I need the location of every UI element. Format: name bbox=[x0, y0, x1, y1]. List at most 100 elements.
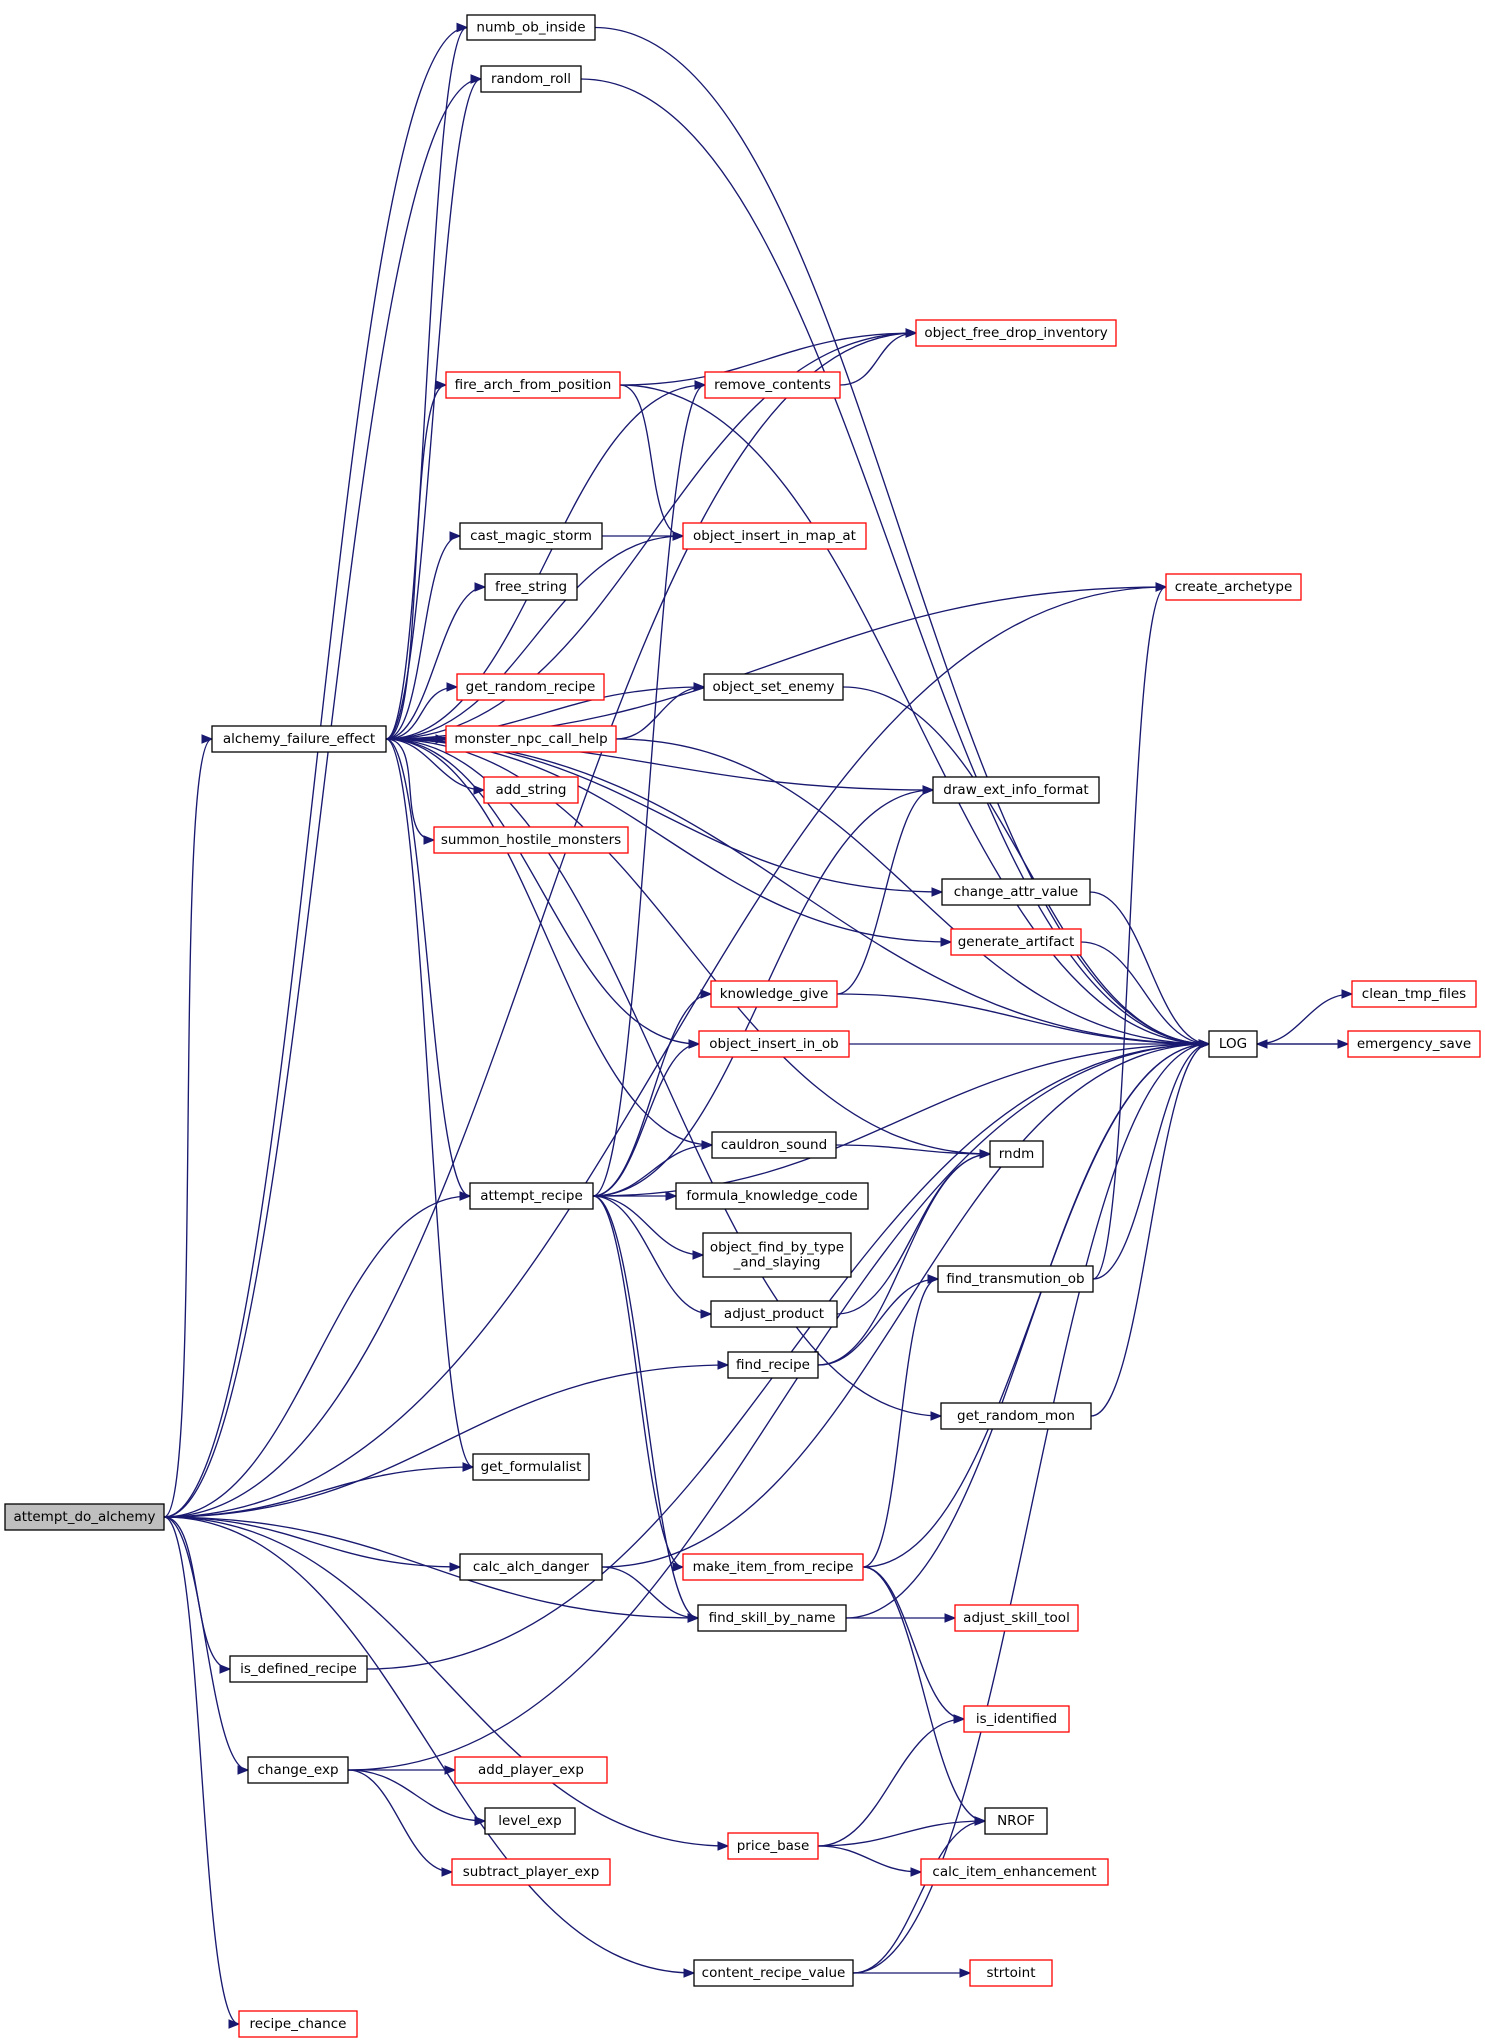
node-object-free-drop-inventory[interactable]: object_free_drop_inventory bbox=[915, 319, 1117, 347]
node-draw-ext-info-format[interactable]: draw_ext_info_format bbox=[932, 776, 1100, 804]
node-numb-ob-inside[interactable]: numb_ob_inside bbox=[466, 14, 596, 41]
node-object-set-enemy[interactable]: object_set_enemy bbox=[703, 673, 844, 701]
edge-line bbox=[163, 332, 917, 1518]
node-is-defined-recipe[interactable]: is_defined_recipe bbox=[229, 1655, 368, 1683]
node-attempt-do-alchemy[interactable]: attempt_do_alchemy bbox=[4, 1503, 165, 1531]
node-label: remove_contents bbox=[714, 377, 831, 393]
edge-line bbox=[619, 332, 917, 386]
node-object-insert-in-ob[interactable]: object_insert_in_ob bbox=[698, 1030, 850, 1058]
node-knowledge-give[interactable]: knowledge_give bbox=[710, 980, 838, 1008]
node-adjust-product[interactable]: adjust_product bbox=[710, 1300, 838, 1328]
edge-find_skill_by_name-to-adjust_skill_tool bbox=[846, 1613, 957, 1623]
node-calc-item-enhancement[interactable]: calc_item_enhancement bbox=[920, 1858, 1109, 1886]
node-adjust-skill-tool[interactable]: adjust_skill_tool bbox=[954, 1604, 1079, 1632]
node-is-identified[interactable]: is_identified bbox=[963, 1705, 1070, 1733]
node-recipe-chance[interactable]: recipe_chance bbox=[238, 2010, 358, 2038]
node-label: draw_ext_info_format bbox=[943, 782, 1088, 798]
edge-line bbox=[845, 1043, 1210, 1619]
node-emergency-save[interactable]: emergency_save bbox=[1347, 1030, 1481, 1058]
node-object-insert-in-map-at[interactable]: object_insert_in_map_at bbox=[682, 522, 867, 550]
edge-line bbox=[842, 686, 1210, 1045]
node-find-skill-by-name[interactable]: find_skill_by_name bbox=[697, 1604, 847, 1632]
node-clean-tmp-files[interactable]: clean_tmp_files bbox=[1351, 980, 1477, 1008]
node-add-player-exp[interactable]: add_player_exp bbox=[454, 1756, 608, 1784]
node-label: object_free_drop_inventory bbox=[924, 325, 1107, 341]
node-change-exp[interactable]: change_exp bbox=[247, 1756, 349, 1784]
edge-arrowhead bbox=[219, 1664, 232, 1674]
node-monster-npc-call-help[interactable]: monster_npc_call_help bbox=[445, 725, 617, 753]
node-box bbox=[484, 573, 578, 601]
edge-line bbox=[385, 738, 1210, 1045]
node-make-item-from-recipe[interactable]: make_item_from_recipe bbox=[682, 1553, 864, 1581]
edge-line bbox=[347, 1043, 1210, 1771]
node-add-string[interactable]: add_string bbox=[483, 776, 579, 804]
edge-line bbox=[836, 993, 1210, 1045]
node-box bbox=[459, 1553, 603, 1581]
edge-line bbox=[163, 78, 482, 1518]
edge-attempt_do_alchemy-to-calc_alch_danger bbox=[163, 1516, 462, 1572]
edge-arrowhead bbox=[201, 734, 214, 744]
edge-arrowhead bbox=[449, 1562, 462, 1572]
node-label: content_recipe_value bbox=[702, 1965, 846, 1981]
node-label: find_transmution_ob bbox=[946, 1271, 1084, 1287]
edge-line bbox=[385, 535, 684, 740]
edge-attempt_do_alchemy-to-alchemy_failure_effect bbox=[163, 734, 214, 1518]
node-content-recipe-value[interactable]: content_recipe_value bbox=[693, 1959, 854, 1987]
node-subtract-player-exp[interactable]: subtract_player_exp bbox=[451, 1858, 611, 1886]
edge-attempt_do_alchemy-to-attempt_recipe bbox=[163, 1191, 472, 1518]
node-get-random-recipe[interactable]: get_random_recipe bbox=[456, 673, 605, 701]
node-get-random-mon[interactable]: get_random_mon bbox=[940, 1402, 1092, 1430]
edge-alchemy_failure_effect-to-create_archetype bbox=[385, 582, 1168, 740]
node-attempt-recipe[interactable]: attempt_recipe bbox=[469, 1182, 594, 1210]
node-find-recipe[interactable]: find_recipe bbox=[727, 1351, 819, 1379]
node-cast-magic-storm[interactable]: cast_magic_storm bbox=[459, 522, 603, 550]
node-box bbox=[710, 980, 838, 1008]
node-generate-artifact[interactable]: generate_artifact bbox=[950, 928, 1082, 956]
edge-content_recipe_value-to-strtoint bbox=[853, 1968, 972, 1978]
node-box bbox=[211, 725, 387, 753]
node-cauldron-sound[interactable]: cauldron_sound bbox=[711, 1131, 837, 1159]
edge-fire_arch_from_position-to-object_insert_in_map_at bbox=[619, 384, 685, 541]
node-object-find-by-type-and-slaying[interactable]: object_find_by_type_and_slaying bbox=[702, 1232, 852, 1278]
node-price-base[interactable]: price_base bbox=[727, 1832, 819, 1860]
node-box bbox=[454, 1756, 608, 1784]
edge-arrowhead bbox=[444, 1765, 457, 1775]
edge-monster_npc_call_help-to-object_set_enemy bbox=[615, 682, 706, 740]
node-NROF[interactable]: NROF bbox=[984, 1807, 1048, 1835]
node-LOG[interactable]: LOG bbox=[1208, 1030, 1258, 1058]
node-label: _and_slaying bbox=[733, 1255, 821, 1271]
edge-arrowhead bbox=[1155, 582, 1168, 592]
node-change-attr-value[interactable]: change_attr_value bbox=[941, 878, 1091, 906]
node-find-transmution-ob[interactable]: find_transmution_ob bbox=[937, 1265, 1094, 1293]
edge-line bbox=[1089, 891, 1210, 1045]
node-free-string[interactable]: free_string bbox=[484, 573, 578, 601]
node-random-roll[interactable]: random_roll bbox=[480, 65, 582, 93]
node-summon-hostile-monsters[interactable]: summon_hostile_monsters bbox=[433, 826, 629, 854]
node-formula-knowledge-code[interactable]: formula_knowledge_code bbox=[675, 1182, 869, 1210]
node-level-exp[interactable]: level_exp bbox=[484, 1807, 576, 1835]
node-label: knowledge_give bbox=[720, 986, 829, 1002]
edge-line bbox=[385, 26, 468, 740]
edge-arrowhead bbox=[922, 785, 935, 795]
edge-arrowhead bbox=[683, 1968, 696, 1978]
node-fire-arch-from-position[interactable]: fire_arch_from_position bbox=[445, 371, 621, 399]
node-label: get_random_mon bbox=[957, 1408, 1075, 1424]
edge-arrowhead bbox=[688, 1039, 701, 1049]
edge-arrowhead bbox=[930, 1411, 943, 1421]
edge-arrowhead bbox=[940, 937, 953, 947]
node-remove-contents[interactable]: remove_contents bbox=[704, 371, 841, 399]
edge-line bbox=[163, 1516, 240, 2025]
node-box bbox=[229, 1655, 368, 1683]
node-alchemy-failure-effect[interactable]: alchemy_failure_effect bbox=[211, 725, 387, 753]
edge-line bbox=[385, 738, 471, 1197]
node-calc-alch-danger[interactable]: calc_alch_danger bbox=[459, 1553, 603, 1581]
node-strtoint[interactable]: strtoint bbox=[969, 1959, 1053, 1987]
edge-line bbox=[580, 78, 1210, 1045]
node-rndm[interactable]: rndm bbox=[989, 1140, 1044, 1168]
node-get-formulalist[interactable]: get_formulalist bbox=[472, 1453, 590, 1481]
edges-layer bbox=[163, 22, 1354, 2029]
edge-line bbox=[163, 1516, 695, 1974]
node-create-archetype[interactable]: create_archetype bbox=[1165, 573, 1302, 601]
node-box bbox=[710, 1300, 838, 1328]
node-box bbox=[451, 1858, 611, 1886]
